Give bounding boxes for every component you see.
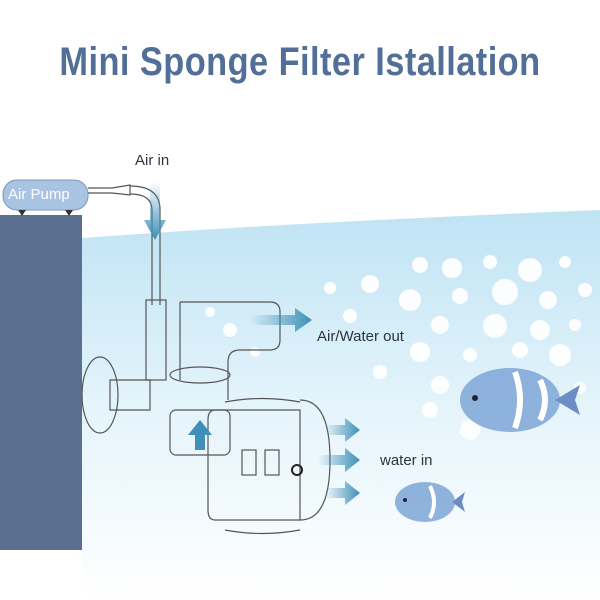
page-title: Mini Sponge Filter Istallation	[59, 40, 541, 84]
air-water-out-arrow	[250, 308, 312, 332]
filter-unit	[81, 299, 331, 535]
water-in-label: water in	[380, 452, 433, 469]
air-pump-label: Air Pump	[8, 186, 70, 203]
bubbles	[205, 255, 592, 440]
air-in-arrow	[144, 182, 166, 240]
fish-small	[395, 482, 465, 522]
air-in-label: Air in	[135, 152, 170, 169]
air-pump-body	[2, 179, 89, 211]
air-water-out-label: Air/Water out	[317, 328, 404, 345]
tank-wall	[0, 215, 82, 550]
fish-large	[460, 368, 580, 432]
inflow-arrow-1	[325, 418, 360, 442]
inflow-arrow-2	[318, 448, 360, 472]
inflow-arrow-3	[325, 481, 360, 505]
internal-up-arrow	[188, 420, 212, 450]
